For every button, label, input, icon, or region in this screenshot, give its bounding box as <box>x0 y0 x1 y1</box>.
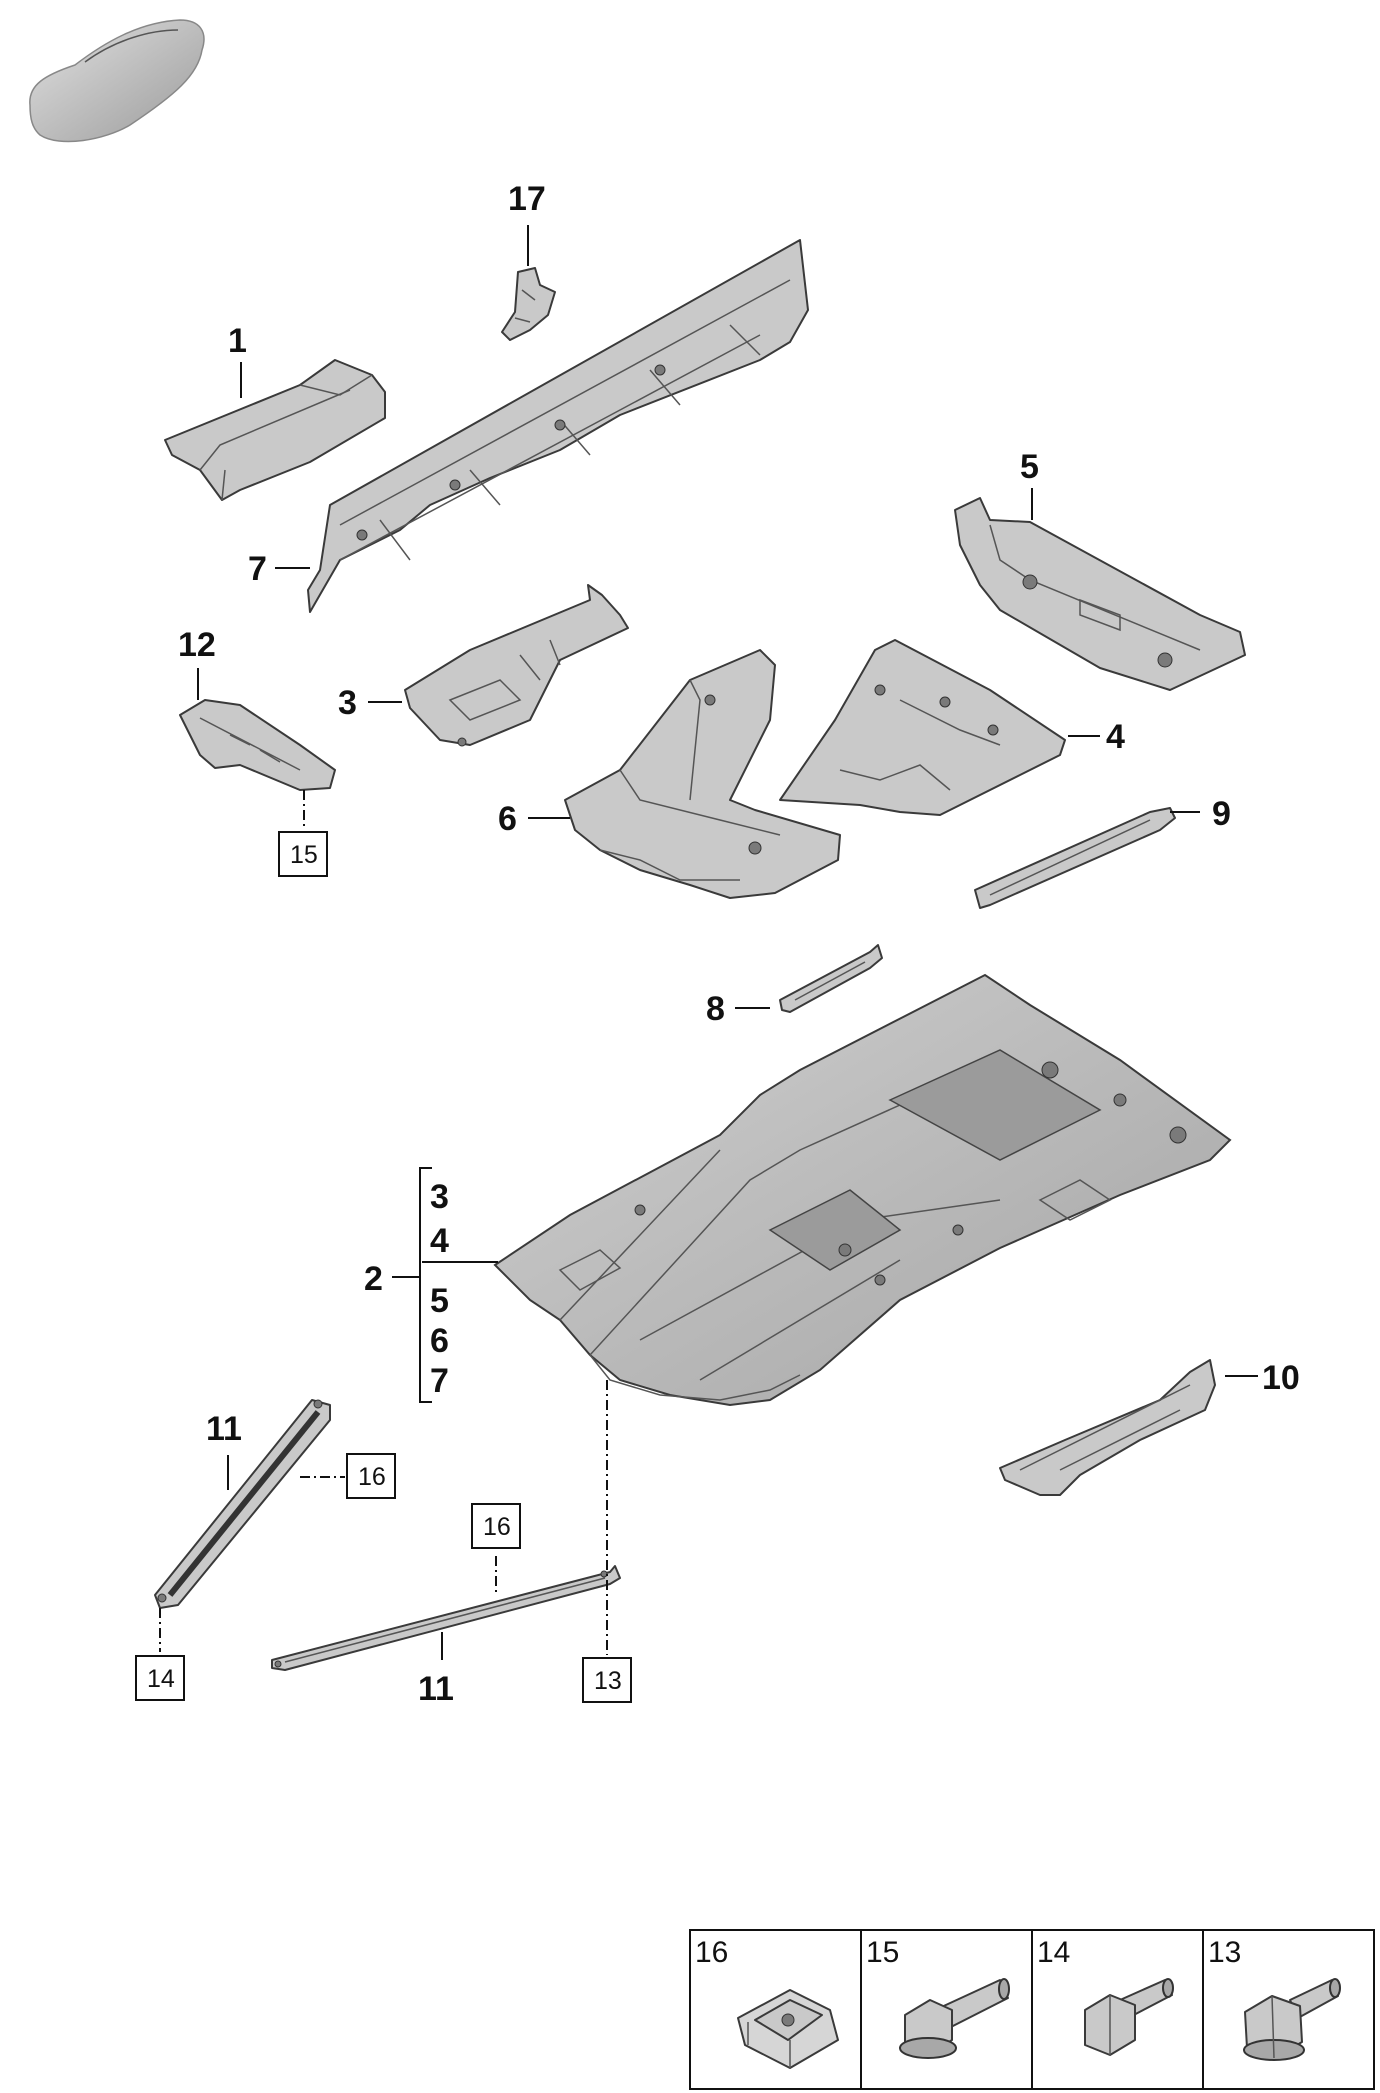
callout-6: 6 <box>498 800 517 838</box>
part-8-rail[interactable] <box>779 944 883 1013</box>
callout-3: 3 <box>338 684 357 722</box>
flange-bolt-icon <box>899 1978 1010 2059</box>
ref-13-label: 13 <box>594 1667 622 1695</box>
callout-2: 2 <box>364 1260 383 1298</box>
callout-2-sub-7: 7 <box>430 1362 449 1400</box>
ref-16-lower-label: 16 <box>483 1513 511 1541</box>
part-10-panel[interactable] <box>999 1359 1216 1496</box>
callout-8: 8 <box>706 990 725 1028</box>
part-1-member[interactable] <box>164 359 386 501</box>
callout-2-sub-4: 4 <box>430 1222 449 1260</box>
legend-13-label: 13 <box>1208 1936 1241 1969</box>
part-6-tunnel-member[interactable] <box>564 649 841 899</box>
callout-11-upper: 11 <box>206 1410 242 1448</box>
part-2-group-bracket <box>392 1167 498 1403</box>
callout-9: 9 <box>1212 795 1231 833</box>
ref-box-16-lower <box>471 1503 521 1549</box>
callout-4: 4 <box>1106 718 1125 756</box>
part-7-side-sill[interactable] <box>307 239 809 613</box>
clip-nut-icon <box>737 1989 839 2069</box>
hex-bolt-icon <box>1243 1978 1341 2061</box>
part-11-diagonal-rail[interactable] <box>154 1399 331 1609</box>
callout-2-sub-3: 3 <box>430 1178 449 1216</box>
legend-14-label: 14 <box>1037 1936 1070 1969</box>
legend-15-label: 15 <box>866 1936 899 1969</box>
callout-2-sub-6: 6 <box>430 1322 449 1360</box>
ref-box-14 <box>135 1655 185 1701</box>
part-12-bracket[interactable] <box>179 699 336 791</box>
part-2-floor-assembly[interactable] <box>493 973 1232 1407</box>
ref-box-15 <box>278 831 328 877</box>
callout-10: 10 <box>1262 1359 1300 1397</box>
ref-box-13 <box>582 1657 632 1703</box>
legend-16-label: 16 <box>695 1936 728 1969</box>
ref-box-16-upper <box>346 1453 396 1499</box>
part-11-long-rail[interactable] <box>271 1565 621 1671</box>
callout-11-lower: 11 <box>418 1670 454 1708</box>
callout-5: 5 <box>1020 448 1039 486</box>
callout-17: 17 <box>508 180 546 218</box>
ref-15-label: 15 <box>290 841 318 869</box>
part-4-floor-piece[interactable] <box>779 639 1066 816</box>
car-silhouette-icon <box>29 19 205 143</box>
part-9-rail[interactable] <box>974 807 1176 909</box>
callout-7: 7 <box>248 550 267 588</box>
part-5-rear-panel[interactable] <box>954 497 1246 691</box>
hex-bolt-short-icon <box>1084 1978 1174 2056</box>
callout-1: 1 <box>228 322 247 360</box>
callout-12: 12 <box>178 626 216 664</box>
part-3-floor-piece[interactable] <box>404 584 629 747</box>
ref-14-label: 14 <box>147 1665 175 1693</box>
callout-2-sub-5: 5 <box>430 1282 449 1320</box>
fastener-legend: 16 15 14 13 <box>689 1929 1375 2090</box>
part-17-bracket[interactable] <box>501 267 556 341</box>
ref-16-upper-label: 16 <box>358 1463 386 1491</box>
